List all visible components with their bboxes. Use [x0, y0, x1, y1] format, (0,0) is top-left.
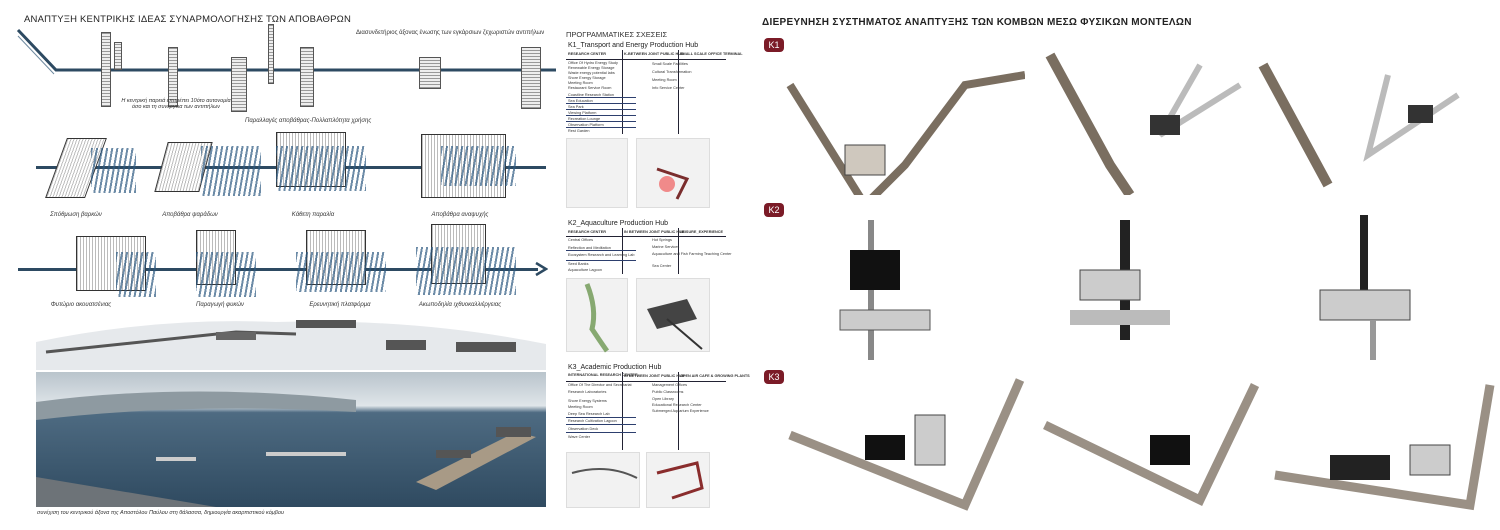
hub2-map	[566, 278, 628, 353]
sea-texture	[201, 146, 261, 196]
row1-caption: Κάθετη παραλία	[291, 212, 335, 218]
hub-title: K1_Transport and Energy Production Hub	[568, 42, 699, 49]
row2-caption: Ερευνητική πλατφόρμα	[309, 302, 371, 308]
row2-models	[36, 222, 546, 300]
hub3-map	[566, 452, 640, 508]
arrow-right-icon	[535, 261, 548, 277]
model-photo-k3-3	[1270, 375, 1495, 515]
model-photo-k3-1	[785, 375, 1025, 515]
tower-bar	[231, 57, 247, 112]
hub2-map	[636, 278, 710, 352]
left-title: ΑΝΑΠΤΥΞΗ ΚΕΝΤΡΙΚΗΣ ΙΔΕΑΣ ΣΥΝΑΡΜΟΛΟΓΗΣΗΣ …	[24, 14, 352, 25]
sea-texture	[416, 247, 516, 295]
sea-texture	[441, 146, 516, 186]
site-render-image	[36, 372, 546, 507]
hub-title: K2_Aquaculture Production Hub	[568, 220, 669, 227]
row2-caption: Ακωποδηλία ιχθυοκαλλιέργειας	[418, 302, 502, 308]
concept-strip: Διασυνδετήριος άξονας ένωσης των εγκάρσι…	[16, 22, 556, 112]
model-photo-k1-1	[785, 45, 1026, 212]
variations-label: Παραλλαγές αποβάθρας-Πολλαπλότητα χρήσης	[245, 118, 372, 124]
row2-caption: Φυτώριο ακουατσένιας	[50, 302, 112, 308]
model-photo-k2-1	[830, 210, 950, 370]
bottom-caption: συνέχιση του κεντρικού άξονα της Αποστόλ…	[37, 510, 284, 516]
row1-caption: Αποβάθρα αναψυχής	[431, 212, 489, 218]
model-photo-k1-3	[1258, 45, 1483, 195]
sea-texture	[91, 148, 136, 193]
model-photo-k3-2	[1040, 375, 1260, 515]
tower-bar	[268, 24, 274, 84]
hub-title: K3_Academic Production Hub	[568, 364, 662, 371]
row1-caption: Αποβάθρα ψαράδων	[162, 212, 218, 218]
hub1-map	[636, 138, 710, 208]
model-photo-k2-3	[1300, 210, 1450, 370]
model-badge-k3: K3	[764, 370, 784, 384]
model-badge-k2: K2	[764, 203, 784, 217]
row1-models	[36, 128, 546, 206]
model-photo-k1-2	[1040, 45, 1250, 198]
row2-caption: Παραγωγή φυκών	[195, 302, 244, 308]
site-section-drawing	[36, 312, 546, 370]
middle-title: ΠΡΟΓΡΑΜΜΑΤΙΚΕΣ ΣΧΕΣΕΙΣ	[566, 30, 668, 39]
hub2-relation-table: RESEARCH CENTER IN BETWEEN JOINT PUBLIC …	[566, 228, 732, 274]
hub1-relation-table: RESEARCH CENTER K-BETWEEN JOINT PUBLIC H…	[566, 50, 743, 134]
right-title: ΔΙΕΡΕΥΝΗΣΗ ΣΥΣΤΗΜΑΤΟΣ ΑΝΑΠΤΥΞΗΣ ΤΩΝ ΚΟΜΒ…	[762, 17, 1192, 28]
tower-bar	[300, 47, 314, 107]
sea-texture	[276, 146, 366, 191]
axis-diagonal-svg	[16, 28, 556, 75]
tower-bar	[114, 42, 122, 70]
row2-axis	[18, 268, 538, 271]
hub3-relation-table: INTERNATIONAL RESEARCH CENTER IN BETWEEN…	[566, 372, 750, 450]
tower-bar	[521, 47, 541, 109]
model-photo-k2-2	[1040, 210, 1190, 370]
row1-caption: Σπόθμωση βαρκών	[50, 212, 102, 218]
hub1-map	[566, 138, 628, 208]
central-note: Η κεντρική παρειά επιτρέπει 10ότο αυτονο…	[121, 98, 231, 110]
sea-texture	[196, 252, 256, 297]
tower-bar	[101, 32, 111, 107]
sea-texture	[296, 252, 386, 292]
sea-texture	[116, 252, 156, 297]
tower-bar	[168, 47, 178, 107]
model-badge-k1: K1	[764, 38, 784, 52]
tower-bar	[419, 57, 441, 89]
axis-label: Διασυνδετήριος άξονας ένωσης των εγκάρσι…	[356, 30, 545, 36]
hub3-map	[646, 452, 710, 508]
